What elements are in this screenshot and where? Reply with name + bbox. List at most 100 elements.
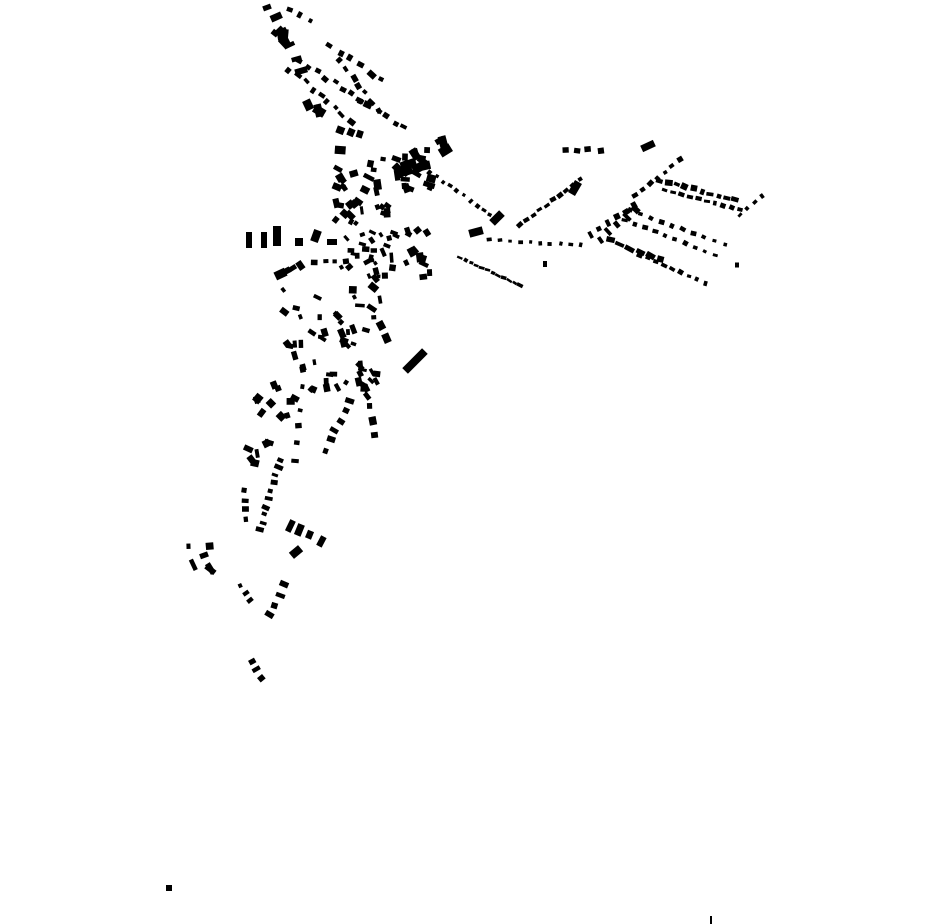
building (538, 241, 543, 246)
building (378, 231, 384, 238)
building (241, 506, 249, 512)
building (237, 582, 243, 589)
building (252, 392, 264, 405)
building (703, 199, 711, 204)
building (348, 286, 357, 294)
building (578, 242, 583, 248)
building (307, 328, 317, 337)
building (337, 318, 345, 326)
building (267, 488, 274, 494)
building (243, 516, 249, 523)
building (241, 487, 247, 494)
building (273, 226, 281, 246)
building (383, 201, 392, 210)
building (332, 259, 337, 264)
building (368, 367, 376, 377)
building (584, 146, 592, 153)
building (284, 66, 292, 75)
building (392, 232, 400, 239)
building (325, 41, 333, 49)
building (419, 273, 428, 281)
building (722, 195, 731, 201)
building (403, 226, 412, 235)
building (522, 216, 530, 224)
building (700, 234, 707, 240)
building (367, 254, 374, 262)
building (396, 169, 406, 179)
building (690, 230, 697, 237)
building (635, 251, 644, 259)
building (248, 657, 257, 666)
building (295, 57, 303, 65)
building (297, 313, 303, 320)
building (342, 406, 350, 415)
building (474, 203, 481, 210)
building (352, 196, 364, 207)
building (716, 193, 722, 200)
building (241, 498, 249, 504)
building (668, 162, 675, 169)
building (343, 234, 350, 242)
building (359, 206, 364, 215)
building (335, 125, 346, 136)
building (366, 69, 377, 80)
building (489, 210, 505, 226)
building (486, 212, 493, 218)
building (712, 238, 717, 243)
building (355, 303, 365, 308)
building (280, 286, 287, 293)
building (744, 205, 750, 212)
building (402, 153, 408, 161)
building (339, 86, 348, 94)
building (401, 182, 412, 194)
building (671, 236, 678, 242)
building (269, 11, 283, 23)
building (372, 370, 381, 378)
building (375, 319, 387, 332)
building (303, 77, 310, 85)
building (275, 591, 286, 600)
building (562, 147, 569, 153)
building (299, 365, 307, 373)
building (664, 179, 673, 187)
building (595, 225, 602, 233)
building (270, 28, 280, 38)
building (292, 305, 301, 312)
building (362, 100, 373, 110)
building (637, 211, 644, 217)
building (597, 147, 605, 155)
building (312, 359, 317, 366)
building (388, 264, 397, 272)
building (316, 535, 327, 548)
building (338, 264, 345, 271)
building (518, 240, 524, 245)
building (381, 111, 391, 120)
building (368, 236, 376, 245)
building (348, 169, 359, 178)
building (406, 246, 417, 258)
building (284, 519, 296, 533)
building (379, 247, 387, 258)
building (270, 479, 278, 486)
building (497, 238, 503, 243)
building (686, 274, 692, 279)
building (402, 259, 410, 267)
building (661, 187, 668, 193)
building (300, 383, 305, 390)
building (333, 382, 342, 392)
building (735, 262, 739, 268)
building (261, 438, 272, 449)
building (204, 562, 216, 575)
building (440, 179, 446, 185)
building (494, 272, 502, 279)
building (246, 232, 252, 248)
building (205, 542, 214, 550)
building (356, 369, 364, 378)
building (332, 164, 343, 173)
building (302, 98, 315, 112)
building (310, 228, 322, 244)
building (644, 255, 651, 261)
building (342, 379, 350, 386)
building (662, 232, 668, 239)
building (686, 194, 694, 200)
